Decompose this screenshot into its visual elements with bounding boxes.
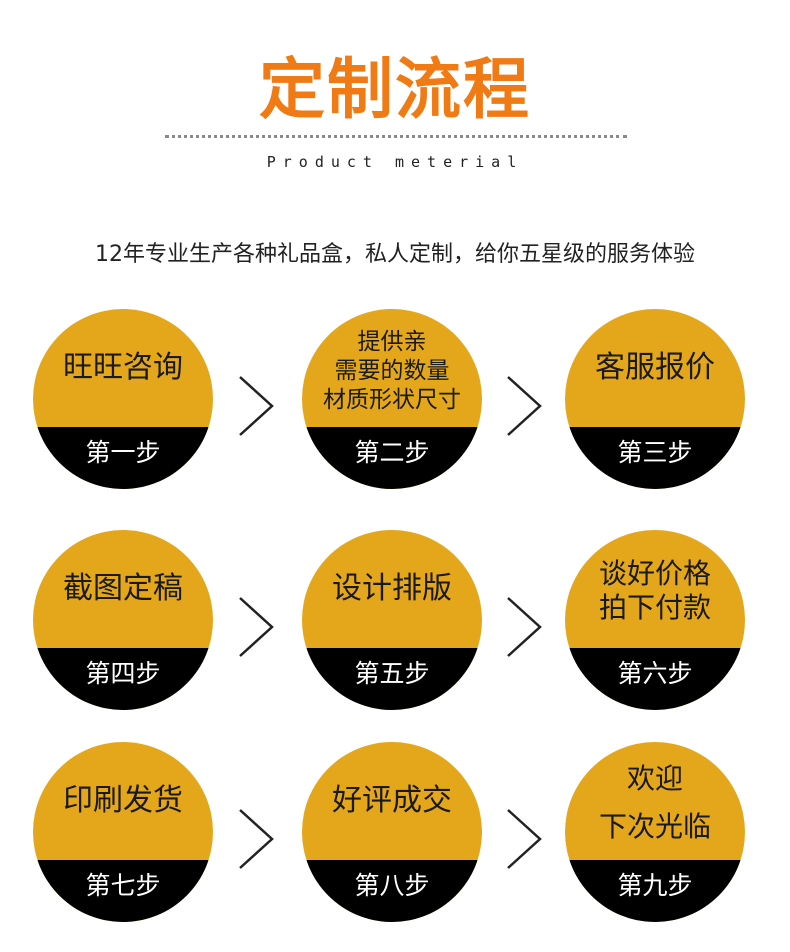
step-1-text: 旺旺咨询 xyxy=(33,309,213,427)
step-3-label: 第三步 xyxy=(565,427,745,489)
step-1: 旺旺咨询 第一步 xyxy=(33,309,213,489)
step-7: 印刷发货 第七步 xyxy=(33,742,213,922)
page-subtitle: Product meterial xyxy=(266,153,524,171)
step-4-line: 截图定稿 xyxy=(63,571,183,606)
step-5-label: 第五步 xyxy=(302,648,482,710)
chevron-right-icon xyxy=(232,371,282,441)
step-5-text: 设计排版 xyxy=(302,530,482,648)
step-1-line: 旺旺咨询 xyxy=(63,350,183,385)
step-2-text: 提供亲 需要的数量 材质形状尺寸 xyxy=(302,309,482,427)
step-7-label: 第七步 xyxy=(33,860,213,922)
step-6: 谈好价格 拍下付款 第六步 xyxy=(565,530,745,710)
chevron-right-icon xyxy=(232,804,282,874)
step-2-line: 材质形状尺寸 xyxy=(323,386,461,413)
step-8: 好评成交 第八步 xyxy=(302,742,482,922)
step-9-line: 欢迎 xyxy=(626,762,683,795)
step-8-line: 好评成交 xyxy=(332,783,452,818)
step-2-label: 第二步 xyxy=(302,427,482,489)
step-4-text: 截图定稿 xyxy=(33,530,213,648)
intro-text: 12年专业生产各种礼品盒，私人定制，给你五星级的服务体验 xyxy=(95,242,695,267)
step-8-text: 好评成交 xyxy=(302,742,482,860)
step-9-label: 第九步 xyxy=(565,860,745,922)
step-9-line: 下次光临 xyxy=(598,810,711,843)
step-9: 欢迎 下次光临 第九步 xyxy=(565,742,745,922)
step-4: 截图定稿 第四步 xyxy=(33,530,213,710)
step-3: 客服报价 第三步 xyxy=(565,309,745,489)
page-title: 定制流程 xyxy=(259,51,531,128)
step-7-line: 印刷发货 xyxy=(63,783,183,818)
dotted-divider xyxy=(165,135,627,138)
step-5: 设计排版 第五步 xyxy=(302,530,482,710)
step-2-line: 需要的数量 xyxy=(334,357,450,384)
step-6-line: 谈好价格 xyxy=(598,557,711,590)
step-1-label: 第一步 xyxy=(33,427,213,489)
chevron-right-icon xyxy=(500,371,550,441)
step-5-line: 设计排版 xyxy=(332,571,452,606)
step-4-label: 第四步 xyxy=(33,648,213,710)
step-9-text: 欢迎 下次光临 xyxy=(565,742,745,860)
step-3-line: 客服报价 xyxy=(595,350,715,385)
step-6-text: 谈好价格 拍下付款 xyxy=(565,530,745,648)
step-3-text: 客服报价 xyxy=(565,309,745,427)
step-8-label: 第八步 xyxy=(302,860,482,922)
step-2: 提供亲 需要的数量 材质形状尺寸 第二步 xyxy=(302,309,482,489)
chevron-right-icon xyxy=(500,592,550,662)
chevron-right-icon xyxy=(500,804,550,874)
step-2-line: 提供亲 xyxy=(357,328,427,355)
chevron-right-icon xyxy=(232,592,282,662)
step-7-text: 印刷发货 xyxy=(33,742,213,860)
step-6-label: 第六步 xyxy=(565,648,745,710)
step-6-line: 拍下付款 xyxy=(598,591,711,624)
